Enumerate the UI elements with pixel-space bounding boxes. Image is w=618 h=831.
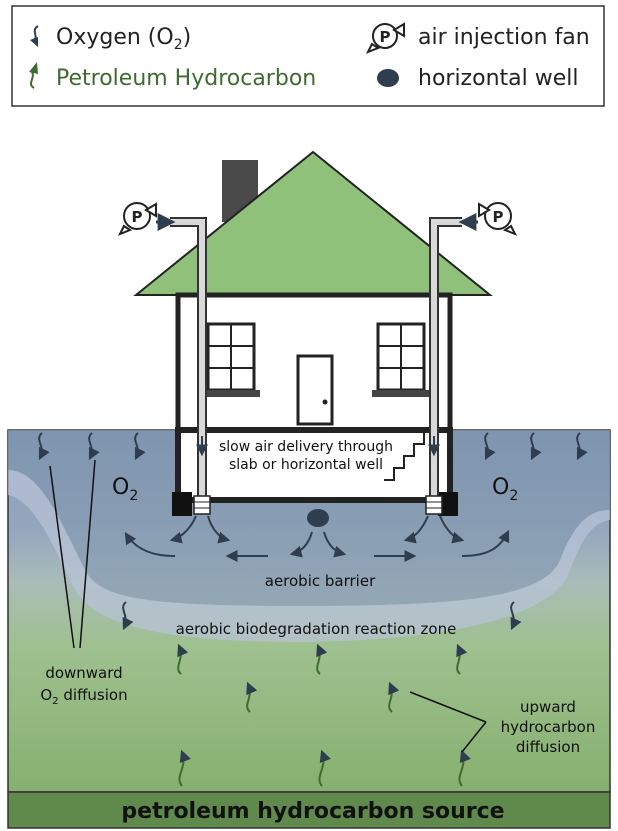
hydrocarbon-squiggle [388, 681, 400, 713]
hydrocarbon-squiggle [178, 749, 191, 787]
hydrocarbon-arrowhead-icon [29, 62, 38, 74]
oxygen-squiggle [122, 601, 134, 631]
oxygen-squiggle [134, 432, 146, 461]
upward-diffusion-line1: upward [520, 698, 576, 716]
legend-box [11, 5, 605, 107]
hydrocarbon-squiggles [177, 643, 471, 787]
oxygen-squiggle [38, 432, 50, 461]
reaction-zone-label: aerobic biodegradation reaction zone [176, 620, 457, 638]
diagram-labels: slow air delivery through slab or horizo… [40, 439, 595, 756]
front-door [296, 354, 334, 426]
house [133, 150, 493, 516]
air-injection-pipe-right [425, 217, 462, 515]
legend-well-label: horizontal well [418, 66, 578, 91]
o2-label-left: O2 [112, 475, 138, 504]
oxygen-arrowhead-icon [30, 37, 38, 47]
oxygen-squiggle [510, 601, 522, 631]
hydrocarbon-squiggle [458, 749, 471, 787]
legend-well-icon [377, 69, 399, 87]
upward-diffusion-line2: hydrocarbon [501, 718, 596, 736]
basement-stairs [384, 432, 425, 481]
leader-lines [49, 459, 487, 753]
oxygen-squiggles [38, 432, 588, 631]
source-label: petroleum hydrocarbon source [121, 799, 504, 824]
fan-icon-left: P [117, 202, 176, 236]
air-injection-pipe-left [170, 217, 211, 515]
slow-air-label-line1: slow air delivery through [219, 439, 393, 455]
legend: Oxygen (O2) Petroleum Hydrocarbon P air … [11, 5, 605, 107]
window-left [202, 322, 260, 397]
downward-diffusion-line1: downward [45, 664, 122, 682]
oxygen-squiggle [484, 432, 496, 461]
legend-fan-icon: P [365, 22, 405, 54]
reaction-zone-band [8, 470, 610, 642]
source-band [7, 791, 611, 829]
hydrocarbon-squiggle [456, 643, 468, 675]
legend-fan-label: air injection fan [418, 25, 590, 50]
hydrocarbon-squiggle [318, 749, 331, 787]
svg-text:P: P [493, 208, 504, 226]
downward-diffusion-line2: O2 diffusion [40, 686, 127, 707]
hydrocarbon-squiggle [316, 643, 328, 675]
horizontal-well-icon [307, 509, 329, 527]
air-flow-arrows [124, 515, 510, 562]
o2-label-right: O2 [492, 475, 518, 504]
fan-icon-right: P [458, 202, 518, 236]
oxygen-squiggle [576, 432, 588, 461]
hydrocarbon-squiggle [177, 643, 189, 675]
aerobic-barrier-label: aerobic barrier [265, 572, 376, 590]
oxygen-squiggle [530, 432, 542, 461]
legend-hydrocarbon-label: Petroleum Hydrocarbon [56, 66, 316, 91]
footing-left [172, 492, 192, 516]
svg-text:P: P [132, 208, 143, 226]
svg-text:P: P [380, 28, 391, 46]
upward-diffusion-line3: diffusion [516, 738, 580, 756]
oxygen-squiggle [88, 432, 100, 461]
legend-oxygen-label: Oxygen (O2) [56, 25, 191, 53]
footing-right [438, 492, 458, 516]
window-right [372, 322, 430, 397]
hydrocarbon-squiggle [246, 681, 258, 713]
slow-air-label-line2: slab or horizontal well [229, 457, 383, 473]
